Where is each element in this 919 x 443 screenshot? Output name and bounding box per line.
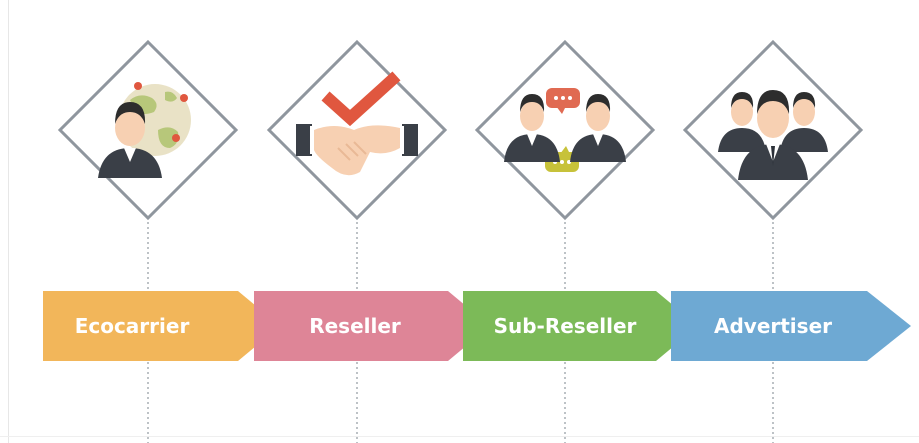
two-people-chat-icon — [504, 88, 626, 172]
step-label-sub-reseller: Sub-Reseller — [494, 314, 637, 338]
left-frame-line — [8, 0, 9, 443]
arrow-ecocarrier — [43, 291, 280, 361]
group-of-people-icon — [718, 90, 828, 180]
step-label-ecocarrier: Ecocarrier — [75, 314, 190, 338]
globe-businessman-icon — [98, 82, 191, 178]
arrow-advertiser — [671, 291, 911, 361]
arrow-sub-reseller — [463, 291, 698, 361]
step-label-reseller: Reseller — [309, 314, 401, 338]
step-label-advertiser: Advertiser — [714, 314, 832, 338]
arrow-reseller — [254, 291, 490, 361]
handshake-checkmark-icon — [296, 71, 418, 176]
bottom-frame-line — [0, 436, 919, 437]
process-arrows — [43, 291, 911, 361]
diamond-sub-reseller — [474, 39, 656, 221]
